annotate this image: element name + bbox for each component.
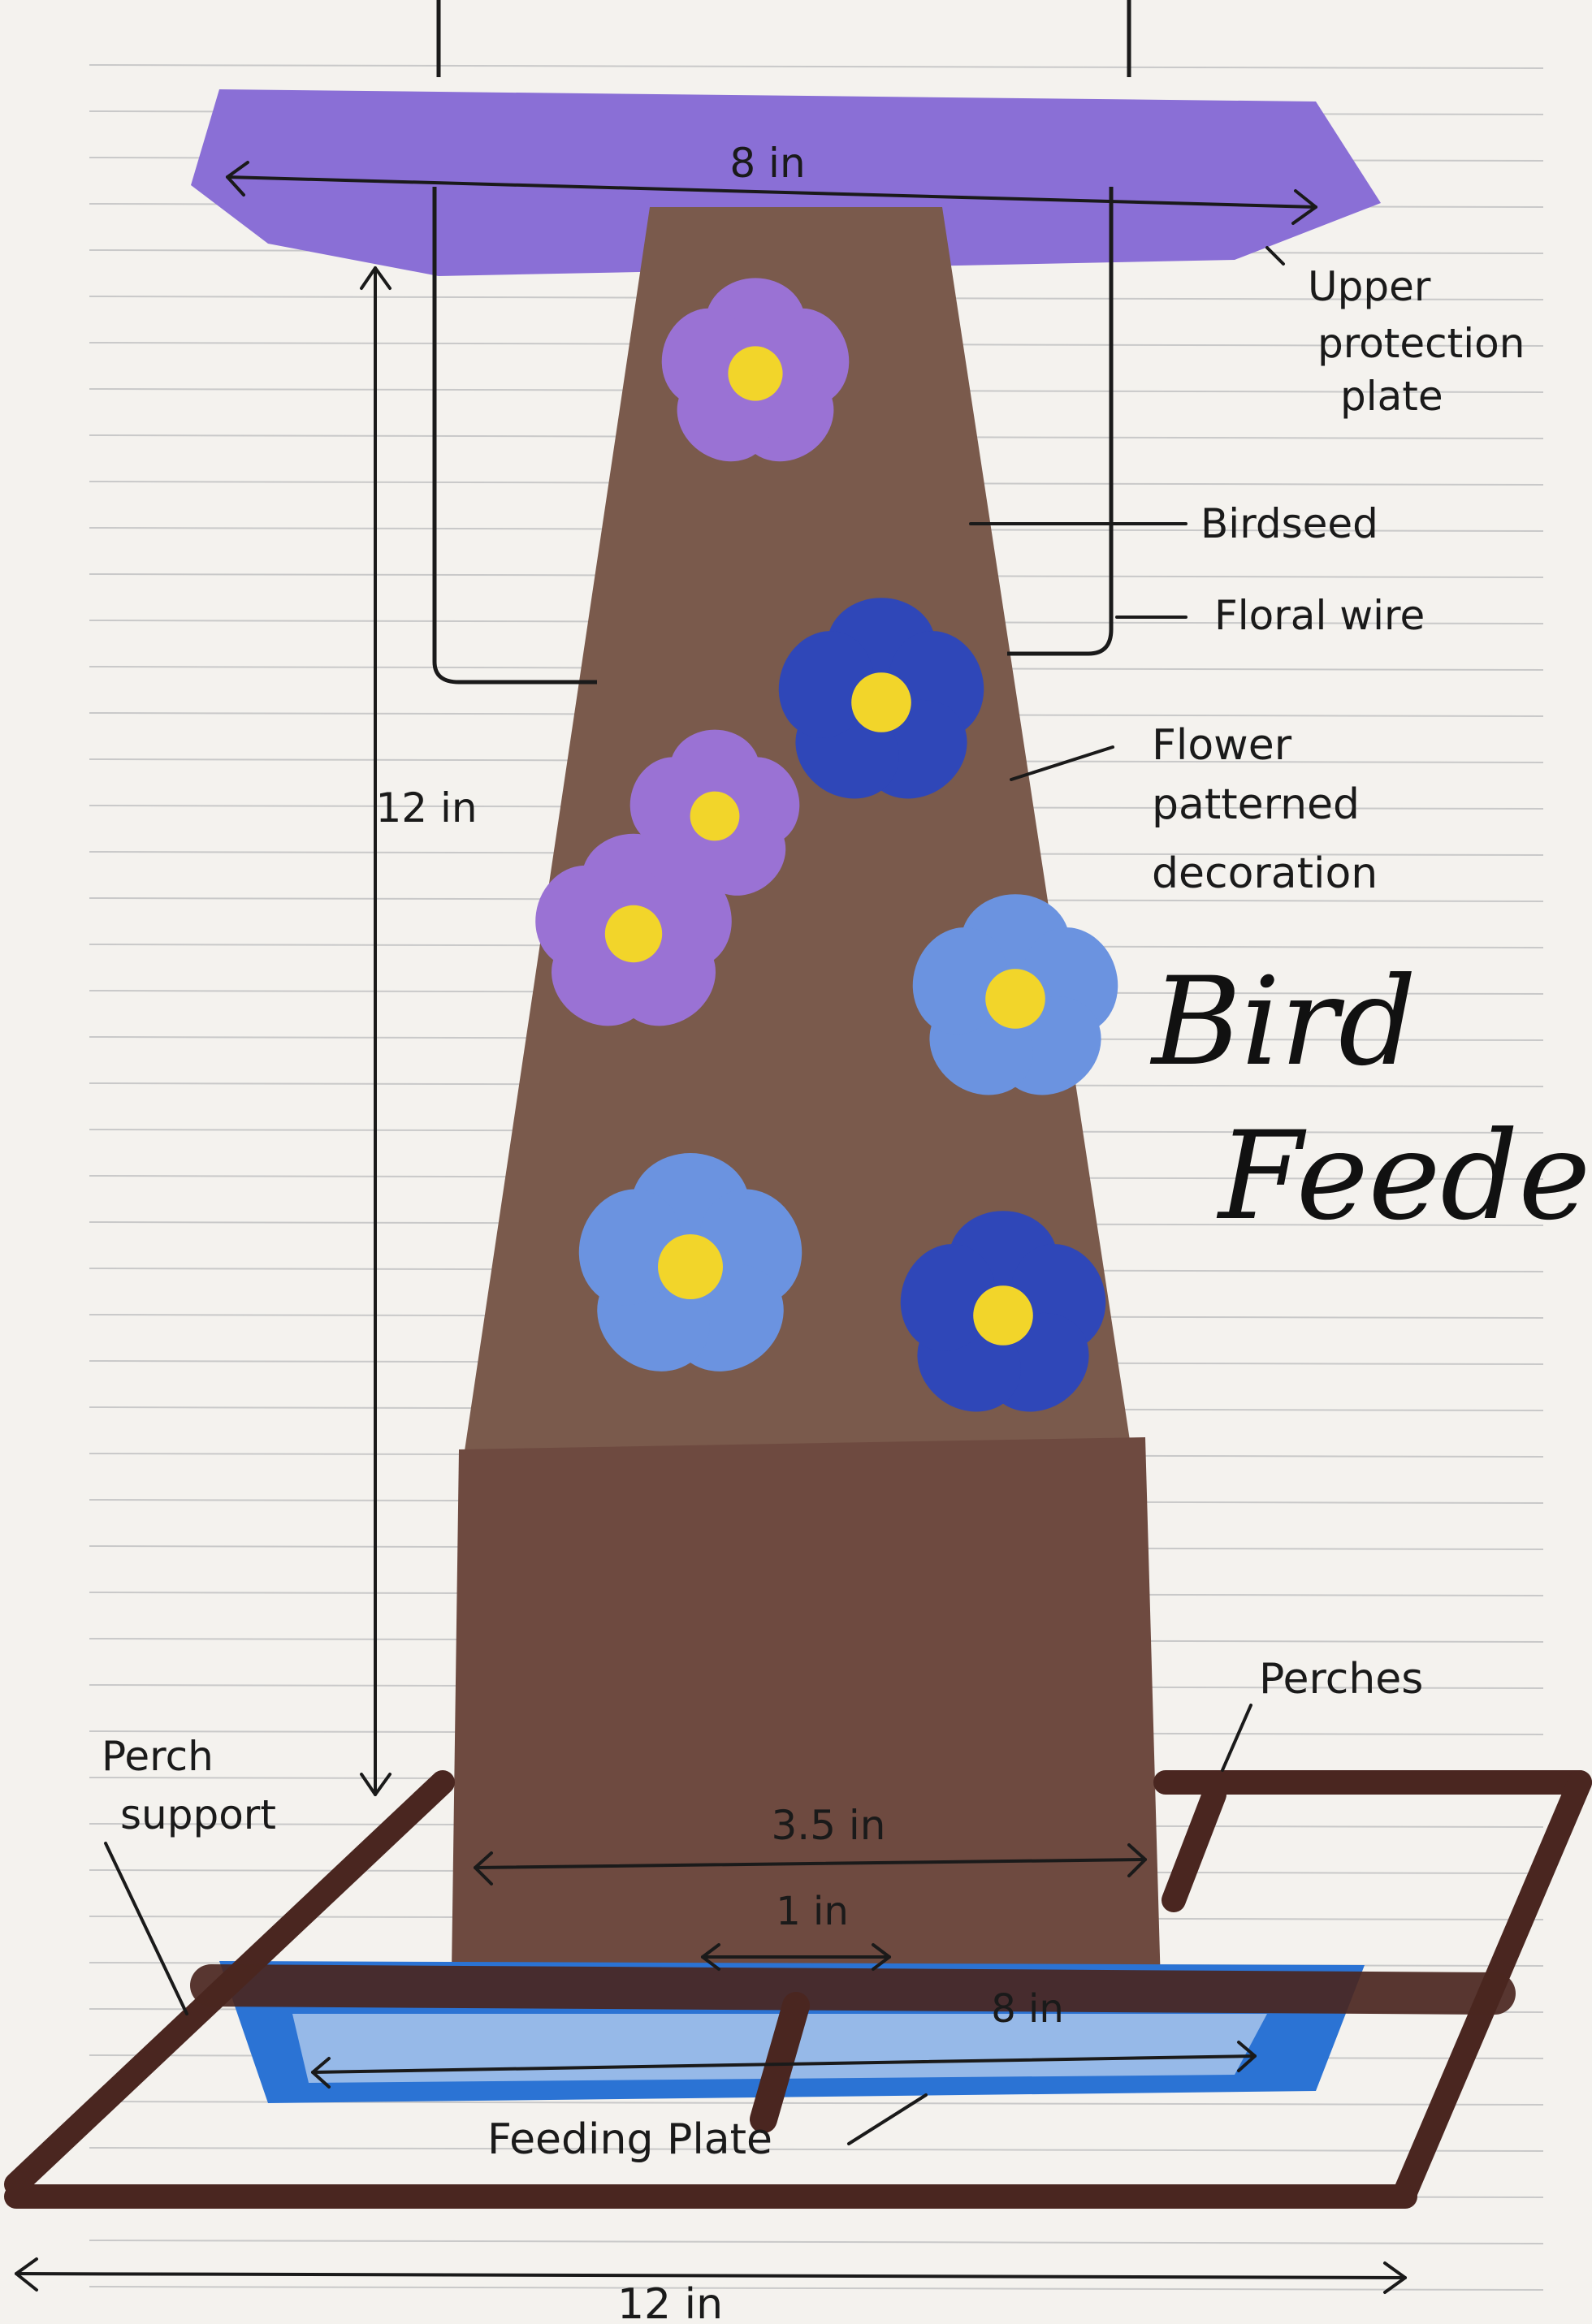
- total-width-dimension: 12 in: [617, 2280, 723, 2324]
- decoration-label-1: Flower: [1152, 721, 1292, 770]
- upper-plate-label-2: protection: [1317, 320, 1525, 367]
- flower-petal: [778, 631, 874, 738]
- birdseed-label: Birdseed: [1200, 500, 1378, 547]
- ruled-line: [89, 64, 1544, 69]
- top-plate-dimension: 8 in: [729, 140, 805, 187]
- base-width-dimension: 3.5 in: [772, 1802, 886, 1849]
- feeder-body: [463, 207, 1133, 1462]
- flower-petal: [578, 1189, 682, 1306]
- perches: [4, 1770, 1592, 2209]
- decoration-label-2: patterned: [1152, 780, 1360, 829]
- perch-support-label-1: Perch: [102, 1733, 214, 1780]
- leader-lines: [104, 246, 1285, 2145]
- flower-petal: [900, 1244, 996, 1351]
- perch-support-label-2: support: [120, 1791, 276, 1838]
- flower: [661, 278, 850, 462]
- ruled-line: [89, 2147, 1544, 2152]
- flower-petal: [535, 865, 627, 968]
- flower: [900, 1211, 1106, 1412]
- flower-center: [985, 969, 1045, 1029]
- upper-protection-plate: [191, 89, 1381, 276]
- flower-center: [658, 1234, 723, 1299]
- hanging-wire: [436, 0, 1131, 77]
- flower-center: [604, 905, 663, 963]
- decoration-label-3: decoration: [1152, 849, 1378, 898]
- flower-center: [728, 346, 783, 401]
- feeder-base: [451, 1437, 1162, 2030]
- flower: [578, 1153, 802, 1372]
- flower: [912, 894, 1118, 1095]
- flower-petal: [629, 757, 709, 846]
- flower-petal: [912, 927, 1008, 1035]
- labels: 8 in 12 in 3.5 in 1 in 8 in 12 in Upper …: [102, 140, 1592, 2324]
- feeding-plate-dimension: 8 in: [991, 1986, 1064, 2032]
- upper-plate-label-1: Upper: [1308, 263, 1431, 310]
- ruled-line: [89, 2286, 1544, 2291]
- title-line-2: Feeder: [1216, 1106, 1592, 1247]
- flower-center: [851, 672, 911, 732]
- perches-label: Perches: [1259, 1655, 1423, 1704]
- flower: [778, 598, 984, 799]
- flower-center: [973, 1285, 1033, 1346]
- floral-wire-label: Floral wire: [1214, 592, 1425, 639]
- height-dimension: 12 in: [375, 784, 477, 832]
- flower-patterned-decoration: [535, 278, 1118, 1412]
- upper-plate-label-3: plate: [1340, 373, 1443, 420]
- title-line-1: Bird: [1149, 952, 1417, 1093]
- flower-petal: [661, 308, 749, 407]
- feeding-plate-label: Feeding Plate: [487, 2115, 772, 2164]
- dimension-lines: [15, 161, 1407, 2294]
- flower-center: [690, 791, 740, 841]
- flower: [629, 729, 800, 896]
- perch-width-dimension: 1 in: [776, 1889, 849, 1934]
- ruled-line: [89, 2240, 1544, 2244]
- floral-wire: [432, 187, 1114, 685]
